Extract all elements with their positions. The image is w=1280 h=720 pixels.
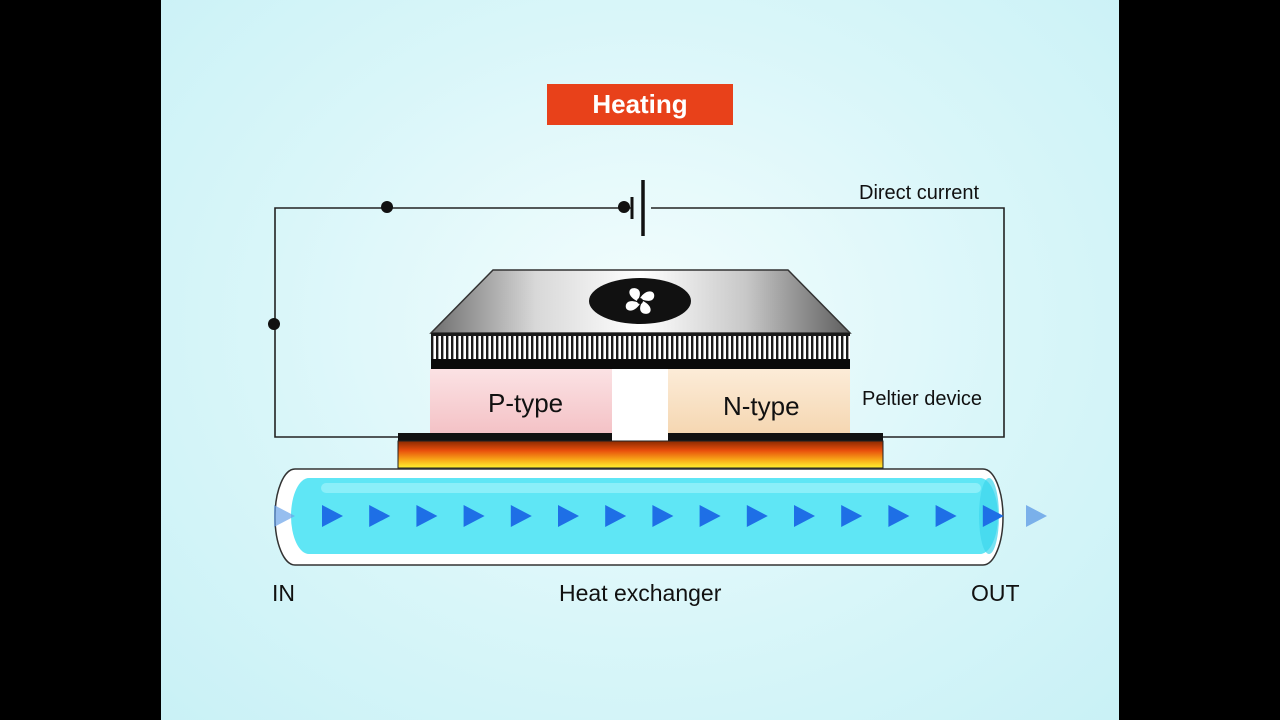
diagram-canvas: Heating Direct current Peltier device P-… — [161, 0, 1119, 720]
battery-icon — [618, 180, 645, 236]
p-type-block — [430, 369, 612, 433]
hot-plate — [397, 433, 884, 469]
flow-arrow-icon — [369, 505, 391, 527]
flow-arrow-icon — [982, 505, 1004, 527]
fan-icon — [589, 278, 691, 324]
flow-arrow-icon — [699, 505, 721, 527]
heat-exchanger-label: Heat exchanger — [559, 580, 722, 606]
peltier-device-label: Peltier device — [862, 388, 983, 410]
n-type-label: N-type — [723, 391, 800, 421]
flow-arrow-icon — [794, 505, 815, 527]
flow-arrow-icon — [888, 505, 910, 527]
flow-arrow-icon — [274, 505, 295, 527]
flow-arrows — [274, 505, 1047, 527]
flow-arrow-icon — [1026, 505, 1047, 527]
in-label: IN — [272, 580, 295, 606]
flow-arrow-icon — [322, 505, 343, 527]
center-gap — [612, 369, 668, 443]
peltier-diagram — [268, 180, 1047, 566]
flow-arrow-icon — [416, 505, 438, 527]
flow-arrow-icon — [463, 505, 485, 527]
n-type-block — [668, 369, 850, 433]
flow-arrow-icon — [841, 505, 863, 527]
flow-arrow-icon — [510, 505, 532, 527]
flow-arrow-icon — [935, 505, 957, 527]
flow-arrow-icon — [558, 505, 579, 527]
wire-node — [381, 201, 393, 213]
out-label: OUT — [971, 580, 1020, 606]
flow-arrow-icon — [746, 505, 768, 527]
wire-node — [268, 318, 280, 330]
heating-title: Heating — [547, 84, 733, 125]
heat-exchanger-pipe — [274, 468, 1004, 566]
flow-arrow-icon — [652, 505, 674, 527]
p-type-label: P-type — [488, 388, 564, 418]
direct-current-label: Direct current — [859, 182, 980, 204]
flow-arrow-icon — [605, 505, 627, 527]
